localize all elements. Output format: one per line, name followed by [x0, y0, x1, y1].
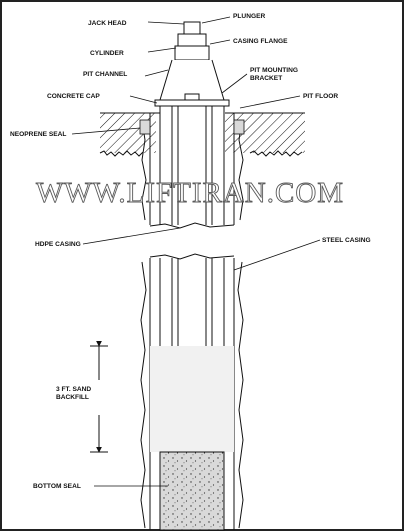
jack-head-assembly — [154, 21, 230, 107]
watermark: WWW.LIFTIRAN.COM — [36, 177, 344, 209]
casing-flange — [174, 45, 210, 61]
label-neoprene-seal: NEOPRENE SEAL — [10, 131, 66, 138]
labels: JACK HEAD PLUNGER CYLINDER CASING FLANGE… — [10, 13, 371, 490]
neoprene-seals — [139, 119, 245, 135]
label-sand-line2: BACKFILL — [56, 394, 89, 401]
label-plunger: PLUNGER — [233, 13, 265, 20]
leader-lines — [71, 16, 321, 487]
label-pit-mounting-line2: BRACKET — [250, 75, 282, 82]
label-casing-flange: CASING FLANGE — [233, 38, 288, 45]
ground-section — [99, 112, 305, 157]
break-lines — [149, 222, 235, 260]
label-pit-channel: PIT CHANNEL — [83, 71, 127, 78]
label-jack-head: JACK HEAD — [88, 20, 127, 27]
dimension-3ft — [90, 340, 108, 453]
label-hdpe-casing: HDPE CASING — [35, 241, 81, 248]
label-steel-casing: STEEL CASING — [322, 237, 371, 244]
sand-backfill — [150, 346, 234, 452]
label-sand-line1: 3 FT. SAND — [56, 386, 91, 393]
label-bottom-seal: BOTTOM SEAL — [33, 483, 81, 490]
plunger — [183, 21, 201, 35]
concrete-cap — [154, 99, 230, 107]
label-pit-floor: PIT FLOOR — [303, 93, 338, 100]
jack-head — [177, 33, 207, 47]
label-concrete-cap: CONCRETE CAP — [47, 93, 100, 100]
pit-mounting-bracket — [184, 93, 200, 101]
label-cylinder: CYLINDER — [90, 50, 124, 57]
bottom-seal-plug — [159, 451, 225, 531]
label-pit-mounting-line1: PIT MOUNTING — [250, 67, 298, 74]
